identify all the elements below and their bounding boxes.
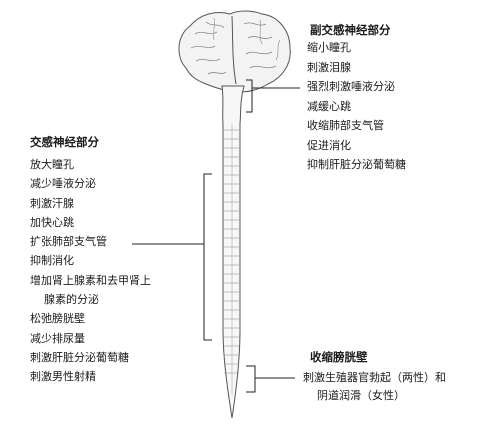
sympathetic-effect: 加快心跳: [30, 215, 74, 229]
parasympathetic-effect: 刺激泪腺: [307, 60, 351, 74]
parasympathetic-title: 副交感神经部分: [310, 23, 391, 37]
brain-illustration: [178, 10, 291, 93]
parasympathetic-effect: 强烈刺激唾液分泌: [307, 80, 395, 93]
sympathetic-effect: 减少唾液分泌: [30, 177, 96, 191]
sacral-bracket: [246, 365, 256, 393]
parasympathetic-effect: 收缩肺部支气管: [307, 119, 384, 132]
sacral-title: 收缩膀胱壁: [310, 350, 368, 364]
sacral-effect: 阴道润滑（女性）: [317, 389, 405, 402]
spinal-cord-illustration: [221, 85, 245, 419]
sympathetic-bracket: [203, 173, 212, 341]
sympathetic-effect: 增加肾上腺素和去甲肾上: [30, 273, 151, 287]
parasympathetic-effect: 减缓心跳: [307, 99, 351, 113]
sacral-effect: 刺激生殖器官勃起（两性）和: [303, 371, 446, 384]
sympathetic-effect: 减少排尿量: [30, 331, 85, 345]
sympathetic-effect: 放大瞳孔: [30, 158, 74, 171]
parasympathetic-effect: 促进消化: [307, 138, 351, 152]
parasympathetic-effect: 抑制肝脏分泌葡萄糖: [307, 158, 406, 171]
sacral-effects-list: 刺激生殖器官勃起（两性）和 阴道润滑（女性）: [303, 369, 446, 405]
sympathetic-effects-list: 放大瞳孔 减少唾液分泌 刺激汗腺 加快心跳 扩张肺部支气管 抑制消化 增加肾上腺…: [30, 155, 151, 387]
sympathetic-effect: 刺激肝脏分泌葡萄糖: [30, 350, 129, 364]
sympathetic-effect: 松弛膀胱壁: [30, 312, 85, 326]
sympathetic-effect: 刺激汗腺: [30, 196, 74, 210]
parasympathetic-effect: 缩小瞳孔: [307, 41, 351, 54]
parasympathetic-effects-list: 缩小瞳孔 刺激泪腺 强烈刺激唾液分泌 减缓心跳 收缩肺部支气管 促进消化 抑制肝…: [307, 38, 406, 175]
sympathetic-title: 交感神经部分: [30, 135, 99, 149]
sympathetic-effect: 刺激男性射精: [30, 370, 96, 384]
parasympathetic-brain-bracket: [246, 79, 253, 113]
sympathetic-effect: 扩张肺部支气管: [30, 235, 107, 249]
sympathetic-effect: 抑制消化: [30, 254, 74, 268]
connectors: [132, 79, 300, 393]
sympathetic-effect: 腺素的分泌: [44, 293, 99, 307]
